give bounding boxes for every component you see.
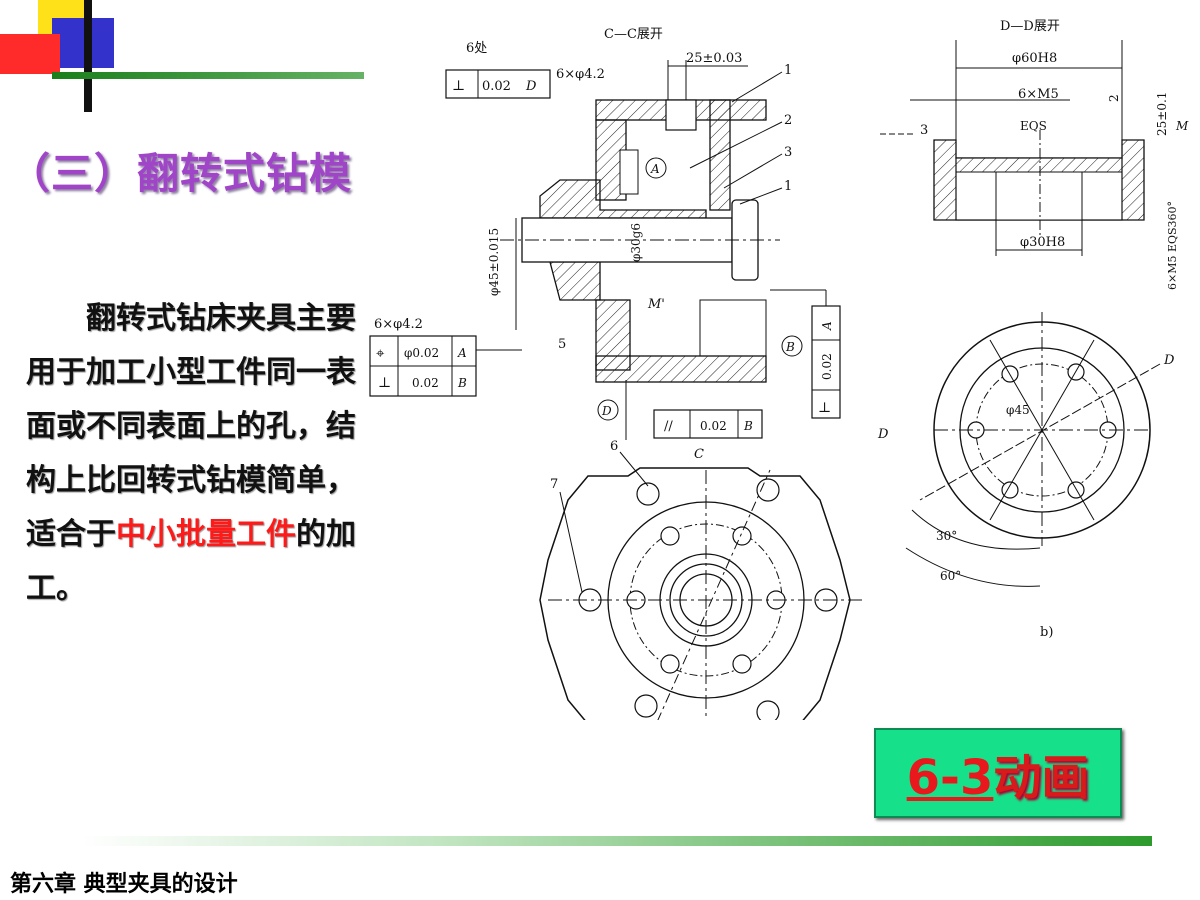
- label-num-2: 2: [1107, 94, 1121, 102]
- label-circle-d: D: [601, 404, 612, 418]
- footer-bar: [80, 836, 1152, 846]
- label-phi45: φ45±0.015: [487, 228, 501, 296]
- label-m5-eqs360: 6×M5 EQS360°: [1166, 201, 1179, 290]
- label-phi30g6: φ30g6: [629, 223, 643, 262]
- animation-label: 6-3动画: [907, 738, 1090, 808]
- section-view-dd: D—D展开 φ60H8 6×M5 EQS 2 25±0.1 M 3 φ30H8 …: [880, 19, 1189, 290]
- decor-vertical-line: [84, 0, 92, 112]
- slide-description: 翻转式钻床夹具主要用于加工小型工件同一表面或不同表面上的孔，结构上比回转式钻模简…: [26, 292, 366, 616]
- plan-view-flange: D D φ45 30° 60° b): [877, 312, 1175, 640]
- fixture-drawing: C—C展开 6处 ⊥ 0.02 D 6×φ4.2 25±0.03 φ30g6 A…: [369, 19, 1189, 720]
- part-5: 5: [558, 337, 566, 352]
- decor-header-bar: [52, 72, 364, 79]
- part-1-mid: 1: [784, 179, 792, 194]
- footer-chapter: 第六章 典型夹具的设计: [10, 872, 238, 897]
- label-dd-section: D—D展开: [1000, 19, 1060, 34]
- tol-top-value: 0.02: [482, 79, 511, 94]
- label-caption-b: b): [1040, 625, 1053, 640]
- tol-right-datum: A: [820, 321, 834, 331]
- label-d-right: D: [1163, 353, 1175, 368]
- tol-parallel-symbol: //: [664, 419, 673, 434]
- tol-position-value: φ0.02: [404, 346, 439, 360]
- label-angle-30: 30°: [936, 529, 957, 543]
- description-suffix: 的加工。: [26, 517, 356, 606]
- tol-right-symbol: ⊥: [818, 400, 831, 416]
- label-holes-top: 6×φ4.2: [556, 67, 605, 82]
- label-25pm01: 25±0.1: [1155, 92, 1169, 136]
- description-text: 翻转式钻床夹具主要用于加工小型工件同一表面或不同表面上的孔，结构上比回转式钻模简…: [26, 301, 356, 552]
- plan-view-hex: C 6 7 C: [539, 439, 866, 720]
- tol-top-symbol: ⊥: [452, 78, 465, 94]
- part-1-top: 1: [784, 63, 792, 78]
- label-dim-25: 25±0.03: [686, 51, 742, 66]
- tol-parallel-datum: B: [743, 419, 753, 433]
- label-6xm5: 6×M5: [1018, 87, 1059, 102]
- label-m-prime: M': [647, 297, 665, 312]
- label-d-left: D: [877, 427, 889, 442]
- label-phi30h8: φ30H8: [1020, 235, 1065, 250]
- tol-perp-left-value: 0.02: [412, 376, 439, 390]
- part-6: 6: [610, 439, 618, 454]
- part-3: 3: [784, 145, 792, 160]
- part-2: 2: [784, 113, 792, 128]
- section-view-cc: C—C展开 6处 ⊥ 0.02 D 6×φ4.2 25±0.03 φ30g6 A…: [369, 27, 841, 440]
- slide-title: （三）翻转式钻模: [8, 149, 353, 198]
- label-phi60h8: φ60H8: [1012, 51, 1057, 66]
- tol-position-symbol: ⌖: [376, 344, 385, 362]
- tol-parallel-value: 0.02: [700, 419, 727, 433]
- label-circle-a: A: [650, 162, 660, 176]
- label-cc-section: C—C展开: [604, 27, 663, 42]
- animation-button[interactable]: 6-3动画: [874, 728, 1122, 818]
- label-eqs: EQS: [1020, 119, 1047, 133]
- description-highlight: 中小批量工件: [116, 517, 296, 552]
- tol-perp-left-datum: B: [457, 376, 467, 390]
- tol-position-datum: A: [457, 346, 467, 360]
- label-circle-b: B: [785, 340, 795, 354]
- label-m-right: M: [1175, 119, 1189, 133]
- label-6-places: 6处: [466, 41, 487, 56]
- label-section-c-top: C: [694, 447, 704, 462]
- label-holes-left: 6×φ4.2: [374, 317, 423, 332]
- decor-red-square: [0, 34, 60, 74]
- label-num-3: 3: [920, 123, 928, 138]
- tol-top-datum: D: [525, 79, 537, 94]
- tol-right-value: 0.02: [820, 353, 834, 380]
- label-phi45-right: φ45: [1006, 403, 1030, 417]
- label-angle-60: 60°: [940, 569, 961, 583]
- part-7: 7: [550, 477, 558, 492]
- animation-text: 动画: [993, 750, 1090, 806]
- animation-number: 6-3: [906, 750, 994, 806]
- decor-blue-square: [52, 18, 114, 68]
- tol-perp-left-symbol: ⊥: [378, 375, 391, 391]
